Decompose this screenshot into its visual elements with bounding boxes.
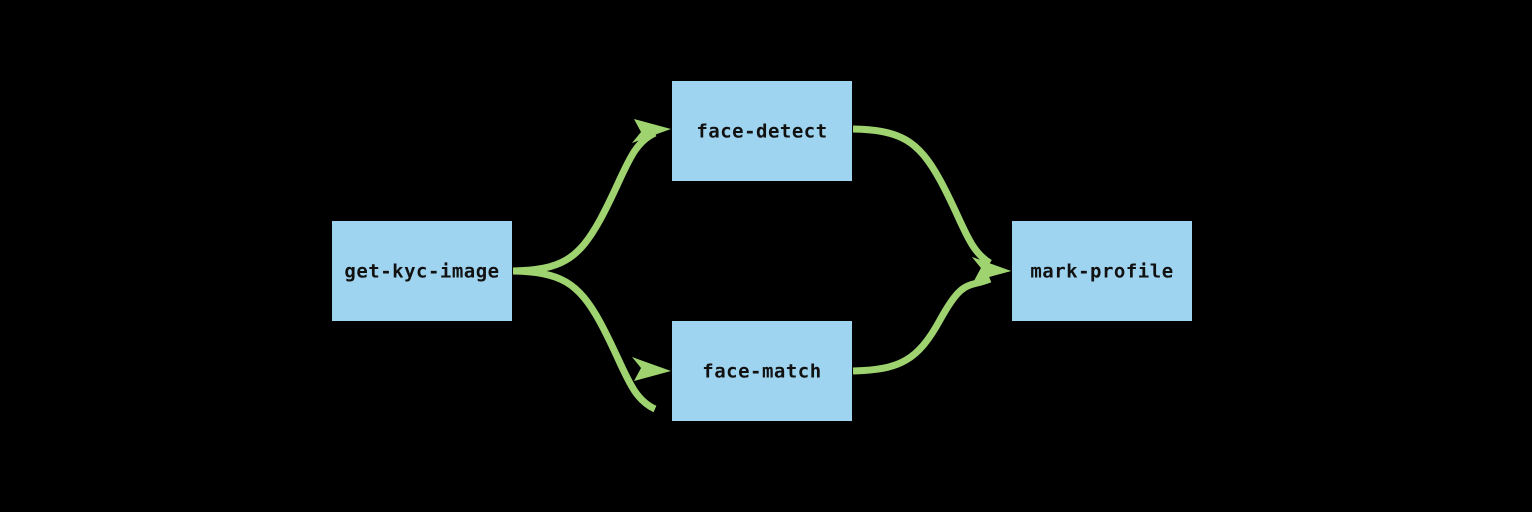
edge-match-to-mark-path [852, 275, 992, 375]
node-face-detect-label: face-detect [696, 121, 827, 143]
edge-detect-to-mark[interactable] [852, 125, 1011, 281]
edge-kyc-to-detect-path [512, 129, 657, 275]
node-get-kyc-image-rect [332, 221, 512, 321]
node-face-detect[interactable]: face-detect [672, 81, 852, 181]
node-face-match[interactable]: face-match [672, 321, 852, 421]
node-layer: get-kyc-image face-detect face-match mar… [332, 81, 1192, 421]
node-face-match-rect [672, 321, 852, 421]
node-mark-profile-rect [1012, 221, 1192, 321]
edge-match-to-mark[interactable] [852, 257, 1011, 375]
edge-detect-to-mark-path [852, 125, 992, 267]
node-face-match-label: face-match [702, 361, 821, 383]
edge-kyc-to-match-arrowhead [632, 357, 671, 381]
edge-layer [512, 119, 1011, 413]
edge-kyc-to-match[interactable] [512, 267, 671, 413]
edge-kyc-to-detect-arrowhead [632, 119, 671, 143]
edge-match-to-mark-arrowhead [972, 257, 1011, 281]
node-face-detect-rect [672, 81, 852, 181]
node-mark-profile-label: mark-profile [1030, 261, 1173, 283]
node-get-kyc-image[interactable]: get-kyc-image [332, 221, 512, 321]
node-get-kyc-image-label: get-kyc-image [344, 261, 499, 283]
node-mark-profile[interactable]: mark-profile [1012, 221, 1192, 321]
edge-kyc-to-match-path [512, 267, 657, 413]
edge-kyc-to-detect[interactable] [512, 119, 671, 275]
